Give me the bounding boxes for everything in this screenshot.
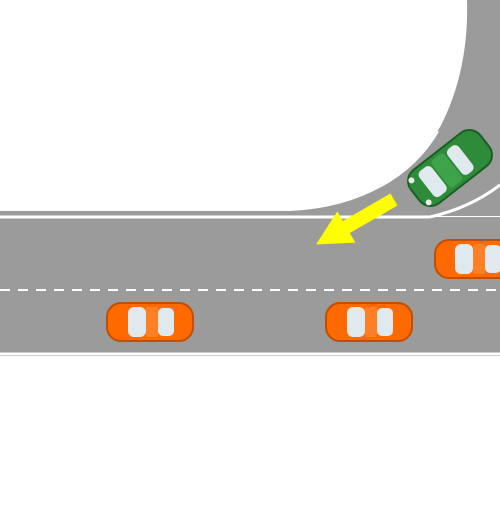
orange-car-bottom-left [106,302,194,342]
main-road [0,217,500,357]
orange-car-bottom-middle [325,302,413,342]
direction-arrow-icon [316,193,398,245]
roadside-bottom [0,356,500,500]
orange-car-top-right [434,239,500,279]
green-car [407,129,493,207]
ramp-inner-area [0,0,467,210]
ramp-inner-edge-line [0,0,468,211]
ramp-merge-edge [429,183,500,219]
